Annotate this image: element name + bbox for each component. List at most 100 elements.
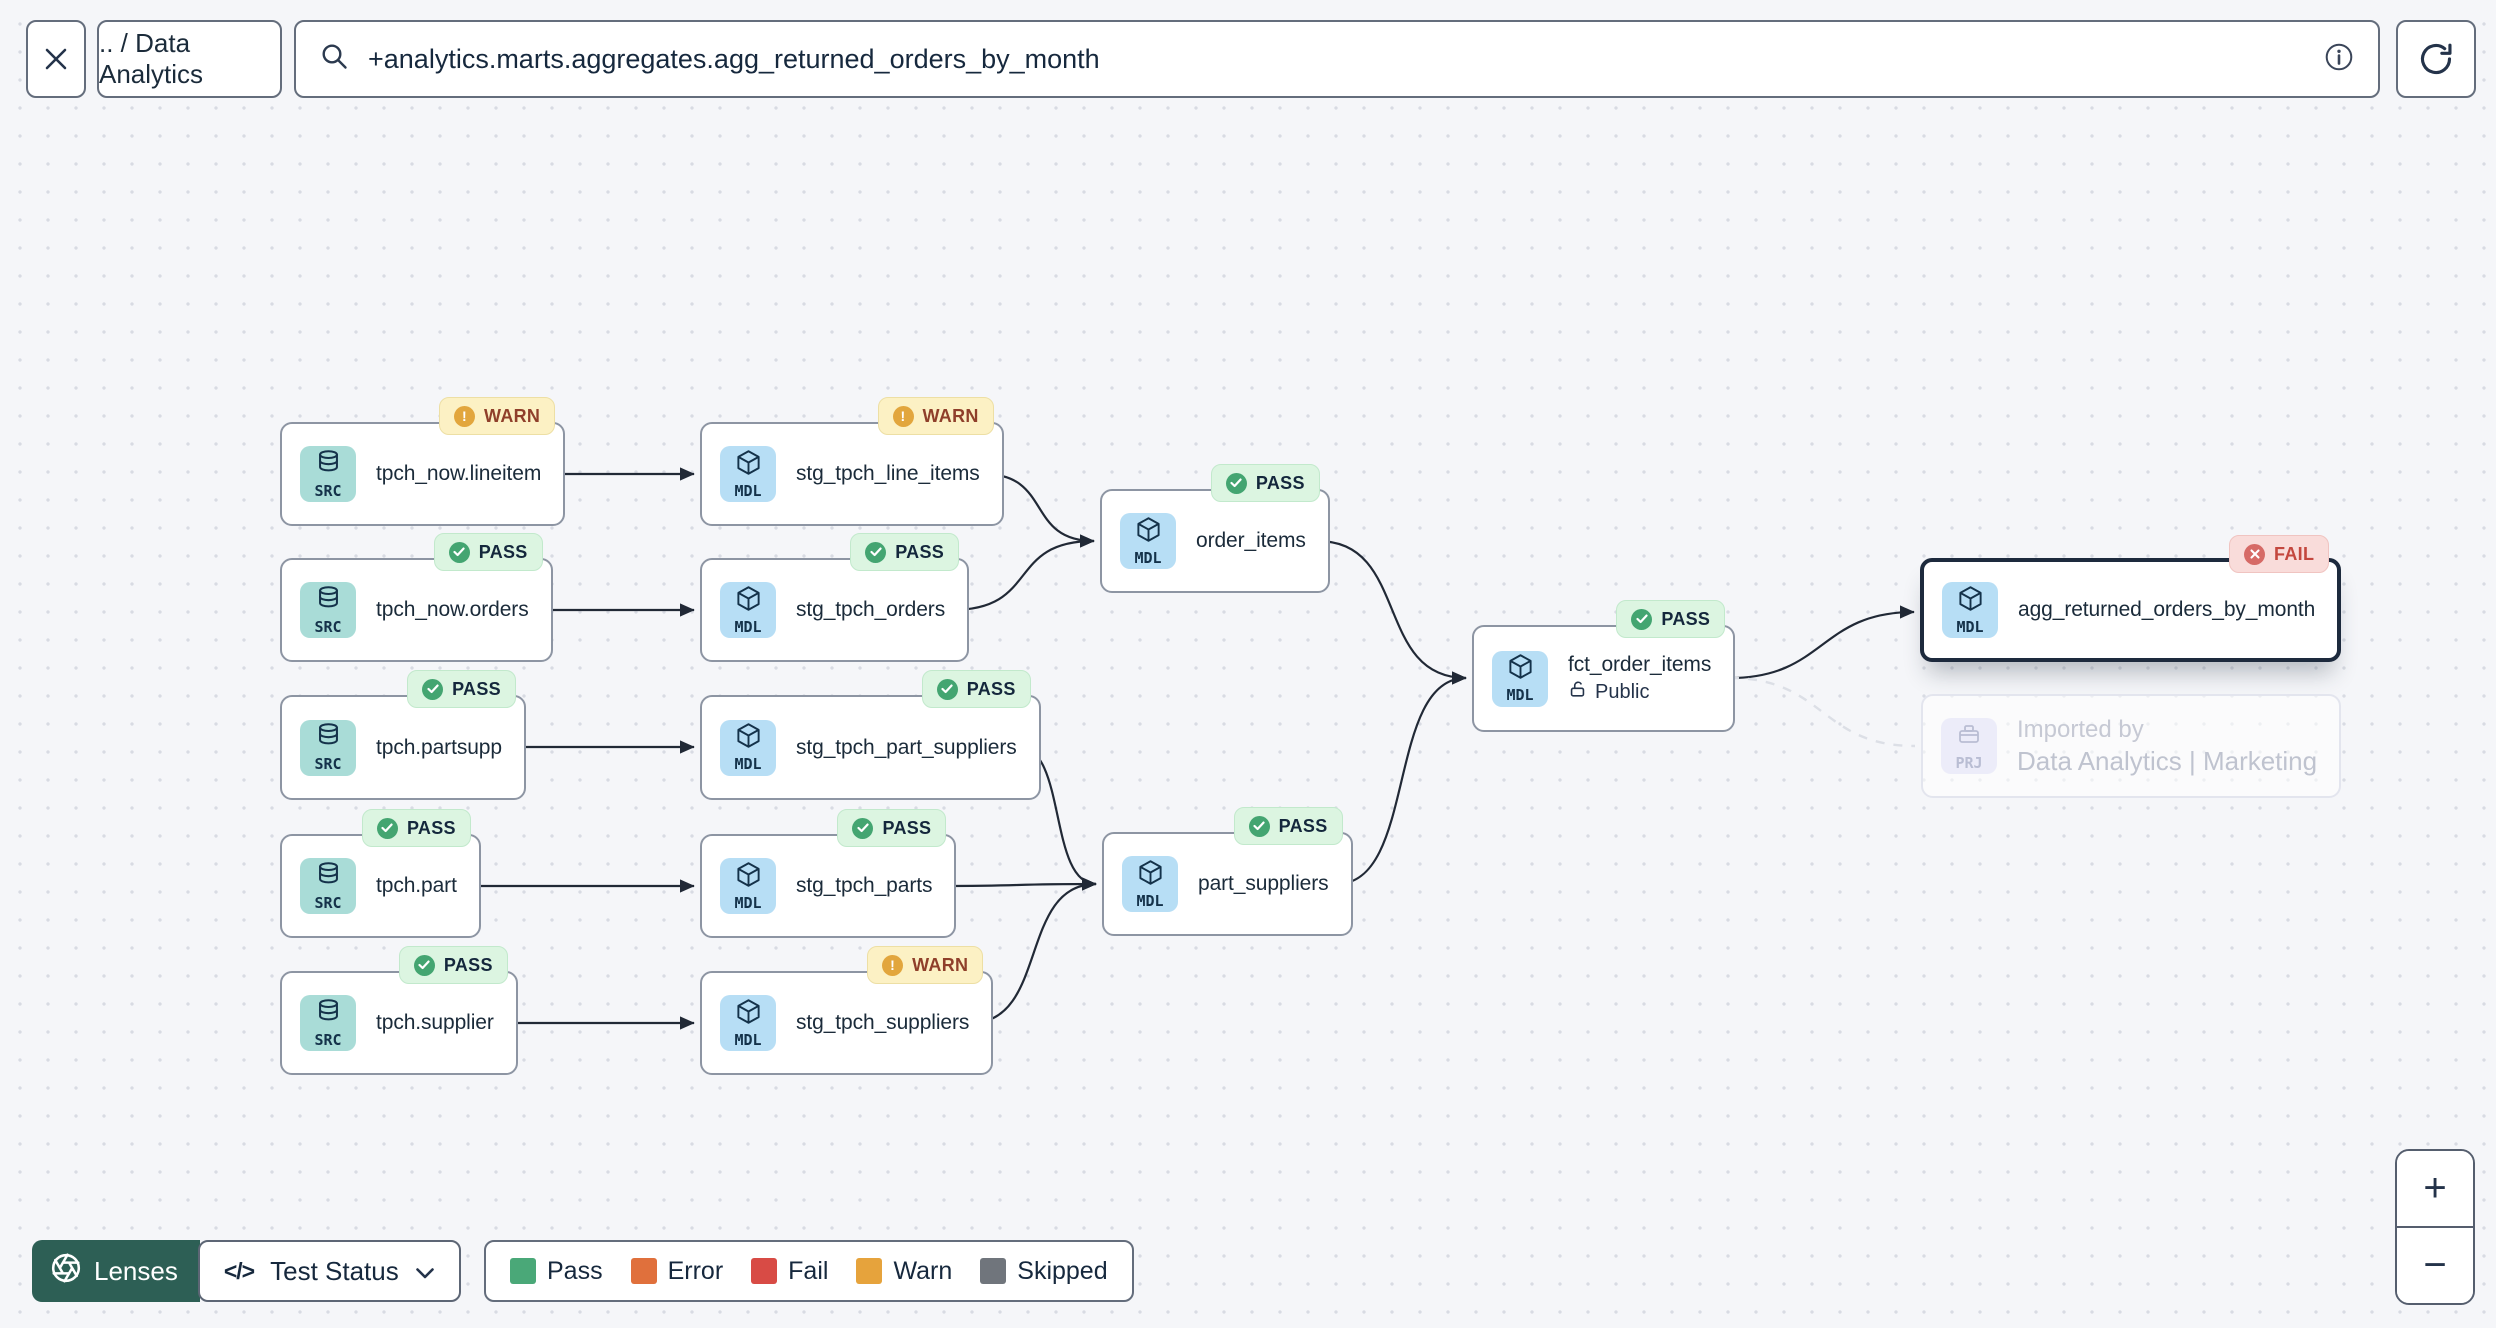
database-icon	[315, 998, 342, 1030]
node-tpch_now.lineitem[interactable]: SRC tpch_now.lineitem ! WARN	[280, 397, 566, 526]
node-type-chip: MDL	[1122, 856, 1178, 912]
status-label: PASS	[1661, 608, 1711, 629]
node-imported_by[interactable]: PRJ Imported by Data Analytics | Marketi…	[1921, 694, 2342, 798]
aperture-icon	[50, 1252, 82, 1291]
node-title: stg_tpch_line_items	[796, 462, 980, 485]
chevron-down-icon	[415, 1256, 435, 1287]
lens-selector-button[interactable]: </> Test Status	[197, 1240, 461, 1302]
status-icon	[413, 954, 435, 976]
lineage-edge	[1317, 539, 1467, 685]
search-icon	[320, 42, 350, 77]
info-icon[interactable]	[2324, 42, 2354, 77]
node-stg_tpch_orders[interactable]: MDL stg_tpch_orders PASS	[700, 533, 970, 662]
cube-icon	[735, 722, 762, 754]
node-access-label: Public	[1595, 680, 1650, 703]
node-tpch.supplier[interactable]: SRC tpch.supplier PASS	[280, 946, 518, 1075]
node-part_suppliers[interactable]: MDL part_suppliers PASS	[1102, 807, 1353, 936]
lenses-group: Lenses </> Test Status	[32, 1240, 461, 1302]
node-type-chip: SRC	[300, 582, 356, 638]
node-type-chip: SRC	[300, 858, 356, 914]
node-type-label: MDL	[1956, 617, 1984, 636]
node-type-chip: MDL	[1492, 650, 1548, 707]
legend-swatch	[630, 1258, 657, 1284]
cube-icon	[735, 585, 762, 617]
node-stg_tpch_suppliers[interactable]: MDL stg_tpch_suppliers ! WARN	[700, 946, 994, 1075]
status-icon: !	[892, 405, 914, 427]
lenses-label: Lenses	[94, 1255, 178, 1286]
node-type-label: MDL	[734, 893, 762, 912]
status-label: PASS	[443, 954, 493, 975]
node-tpch.partsupp[interactable]: SRC tpch.partsupp PASS	[280, 670, 526, 800]
status-label: WARN	[484, 405, 541, 426]
search-input[interactable]	[368, 43, 2306, 75]
lineage-edge	[951, 534, 1095, 612]
cube-icon	[735, 998, 762, 1030]
cube-icon	[735, 449, 762, 481]
node-type-chip: MDL	[720, 858, 776, 914]
node-order_items[interactable]: MDL order_items PASS	[1100, 464, 1330, 593]
node-title: tpch.supplier	[376, 1011, 494, 1034]
status-badge-pass: PASS	[433, 533, 543, 571]
database-icon	[315, 585, 342, 617]
breadcrumb[interactable]: .. / Data Analytics	[97, 20, 282, 98]
legend-swatch	[856, 1258, 883, 1284]
node-tpch.part[interactable]: SRC tpch.part PASS	[280, 809, 481, 938]
node-title: stg_tpch_parts	[796, 874, 933, 897]
legend-label: Fail	[788, 1256, 829, 1285]
node-stg_tpch_line_items[interactable]: MDL stg_tpch_line_items ! WARN	[700, 397, 1004, 526]
status-icon	[852, 817, 874, 839]
breadcrumb-label: .. / Data Analytics	[99, 28, 204, 89]
status-label: PASS	[966, 678, 1016, 699]
node-type-label: MDL	[1134, 548, 1162, 567]
node-stg_tpch_part_suppliers[interactable]: MDL stg_tpch_part_suppliers PASS	[700, 670, 1041, 800]
ghost-node-caption: Imported by	[2017, 715, 2144, 743]
node-title: stg_tpch_part_suppliers	[796, 735, 1017, 759]
status-label: PASS	[452, 678, 501, 699]
status-label: WARN	[922, 405, 979, 426]
lineage-edge	[983, 472, 1095, 548]
search-bar[interactable]	[294, 20, 2380, 98]
legend-label: Warn	[893, 1256, 953, 1285]
node-type-chip: MDL	[720, 582, 776, 638]
node-type-label: MDL	[734, 755, 762, 773]
lenses-button[interactable]: Lenses	[32, 1240, 200, 1302]
node-type-chip: MDL	[720, 719, 776, 776]
node-fct_order_items[interactable]: MDL fct_order_items Public PASS	[1472, 600, 1736, 732]
ghost-node-label: Data Analytics | Marketing	[2017, 745, 2318, 776]
node-title: tpch_now.lineitem	[376, 462, 542, 485]
lens-selector-label: Test Status	[270, 1255, 399, 1286]
node-stg_tpch_parts[interactable]: MDL stg_tpch_parts PASS	[700, 809, 957, 938]
status-icon: !	[454, 405, 476, 427]
node-type-label: SRC	[314, 617, 342, 636]
close-button[interactable]	[26, 20, 86, 98]
status-badge-fail: FAIL	[2229, 535, 2330, 573]
zoom-divider	[2397, 1226, 2473, 1228]
zoom-controls: + −	[2395, 1149, 2475, 1305]
status-label: PASS	[1278, 815, 1328, 836]
legend-swatch	[980, 1258, 1007, 1284]
cube-icon	[1507, 653, 1534, 685]
node-title: fct_order_items	[1568, 652, 1712, 676]
legend-label: Skipped	[1017, 1256, 1108, 1285]
node-tpch_now.orders[interactable]: SRC tpch_now.orders PASS	[280, 533, 553, 662]
legend-item: Pass	[510, 1257, 603, 1286]
status-badge-pass: PASS	[850, 533, 960, 571]
zoom-out-button[interactable]: −	[2397, 1228, 2473, 1303]
node-type-chip: MDL	[720, 446, 776, 502]
status-icon	[936, 678, 958, 700]
node-type-chip: PRJ	[1941, 718, 1997, 774]
status-icon	[1225, 472, 1247, 494]
node-agg_returned_orders_by_month[interactable]: MDL agg_returned_orders_by_month FAIL	[1920, 535, 2342, 662]
legend-swatch	[751, 1258, 778, 1284]
status-badge-pass: PASS	[1233, 807, 1343, 845]
legend-item: Warn	[856, 1257, 952, 1286]
refresh-button[interactable]	[2396, 20, 2476, 98]
code-icon: </>	[223, 1257, 255, 1284]
status-label: FAIL	[2274, 543, 2315, 564]
node-title: tpch.partsupp	[376, 735, 502, 759]
status-badge-pass: PASS	[1210, 464, 1320, 502]
zoom-in-button[interactable]: +	[2397, 1151, 2473, 1226]
node-title: stg_tpch_suppliers	[796, 1011, 970, 1034]
